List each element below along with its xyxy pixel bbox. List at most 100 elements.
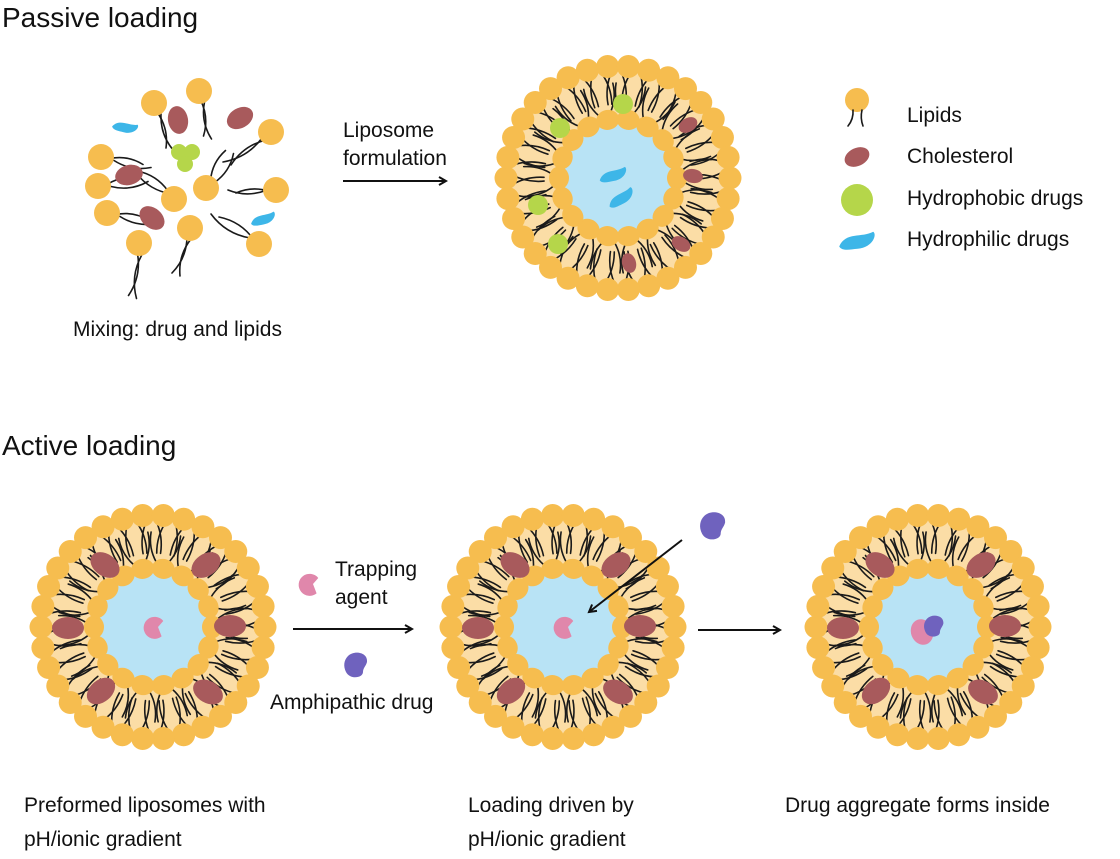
lipid-head — [263, 177, 289, 203]
lipid-head — [236, 556, 260, 580]
lipid-head — [575, 58, 599, 82]
cholesterol — [115, 164, 143, 186]
lipid-head — [655, 575, 679, 599]
lipid-head — [966, 515, 990, 539]
step1-caption-line2: pH/ionic gradient — [24, 828, 182, 851]
cholesterol — [193, 679, 223, 705]
lipid-head — [556, 266, 580, 290]
lipid-head — [616, 226, 640, 247]
lipid-head — [198, 635, 219, 659]
step3-caption-line1: Drug aggregate forms inside — [785, 794, 1050, 817]
amphipathic-drug-icon — [344, 652, 368, 678]
lipid-head — [501, 715, 525, 739]
arrow-label-formulation: formulation — [343, 147, 447, 170]
lipid-head — [224, 540, 248, 564]
cholesterol — [603, 679, 633, 705]
lipid-head — [1011, 556, 1035, 580]
lipid-head — [616, 278, 640, 302]
lipid-head — [673, 255, 697, 279]
active-liposome-3 — [804, 503, 1052, 751]
lipid-head — [74, 526, 98, 550]
hydrophobic-drug — [548, 234, 568, 254]
hydrophilic-drug — [599, 166, 627, 183]
lipid-head — [456, 556, 480, 580]
loading-arrow — [589, 539, 683, 612]
hydrophobic-drug — [613, 94, 633, 114]
lipid-head — [575, 274, 599, 298]
lipid-head — [947, 507, 971, 531]
lipid-head — [556, 66, 580, 90]
lipid-head — [859, 615, 879, 639]
lipid-head — [171, 667, 194, 689]
lipid-head — [539, 255, 563, 279]
lipid-head — [520, 723, 544, 747]
lipid-head — [962, 578, 984, 600]
cholesterol — [90, 552, 120, 578]
lipid-head — [522, 667, 545, 689]
lipid-head — [258, 119, 284, 145]
lipid-head — [561, 727, 585, 751]
lipid-head — [812, 655, 836, 679]
lipid-head — [151, 727, 175, 751]
lipid-head — [497, 635, 518, 659]
trapping-agent-icon — [298, 573, 319, 596]
lipid-head — [701, 107, 725, 131]
lipid-head — [983, 704, 1007, 728]
lipid-head — [716, 145, 740, 169]
legend — [839, 88, 875, 250]
amphipathic-drug-incoming — [700, 512, 726, 540]
mixing-caption: Mixing: drug and lipids — [73, 318, 282, 341]
lipid-head — [616, 109, 640, 130]
lipid-head — [97, 654, 119, 676]
lipid-head — [84, 615, 104, 639]
lipid-icon — [845, 88, 869, 112]
legend-label-lipids: Lipids — [907, 104, 962, 127]
lipid-head — [541, 675, 565, 696]
lipid-head — [245, 655, 269, 679]
cholesterol — [462, 617, 494, 639]
lipid-head — [549, 166, 569, 190]
lipid-head — [1020, 575, 1044, 599]
lipid-head — [577, 218, 600, 240]
lipid-head — [596, 226, 620, 247]
hydrophobic-drug — [550, 118, 570, 138]
lipid-head — [177, 215, 203, 241]
lipid-head — [552, 186, 573, 210]
cholesterol-icon — [844, 147, 870, 167]
lipid-head — [511, 107, 535, 131]
lipid-head — [656, 266, 680, 290]
lipid-head — [667, 166, 687, 190]
lipid-head — [947, 723, 971, 747]
lipid-head — [523, 91, 547, 115]
lipid-head — [689, 91, 713, 115]
lipid-head — [1026, 636, 1050, 660]
passive-loading-title: Passive loading — [2, 2, 199, 33]
lipid-head — [1020, 655, 1044, 679]
lipid-head — [87, 635, 108, 659]
lipid-head — [618, 526, 642, 550]
lipid-head — [634, 690, 658, 714]
lipid-head — [926, 503, 950, 527]
lipid-head — [718, 166, 742, 190]
lipid-head — [496, 187, 520, 211]
lipid-head — [31, 594, 55, 618]
lipid-head — [661, 594, 685, 618]
lipid-head — [251, 594, 275, 618]
trapping-agent-label-line1: Trapping — [335, 558, 418, 581]
active-liposome-2 — [439, 503, 687, 751]
lipid-head — [246, 231, 272, 257]
lipid-head — [97, 578, 119, 600]
lipid-head — [494, 615, 514, 639]
lipid-head — [1028, 615, 1052, 639]
lipid-head — [193, 175, 219, 201]
lipid-head — [541, 503, 565, 527]
lipid-head — [224, 690, 248, 714]
lipid-head — [821, 674, 845, 698]
hydrophobic-drug — [171, 144, 187, 160]
legend-label-hydrophilic: Hydrophilic drugs — [907, 228, 1070, 251]
lipid-head — [58, 690, 82, 714]
cholesterol — [861, 677, 891, 705]
lipid-head — [131, 675, 155, 696]
lipid-head — [245, 575, 269, 599]
lipid-head — [582, 507, 606, 531]
